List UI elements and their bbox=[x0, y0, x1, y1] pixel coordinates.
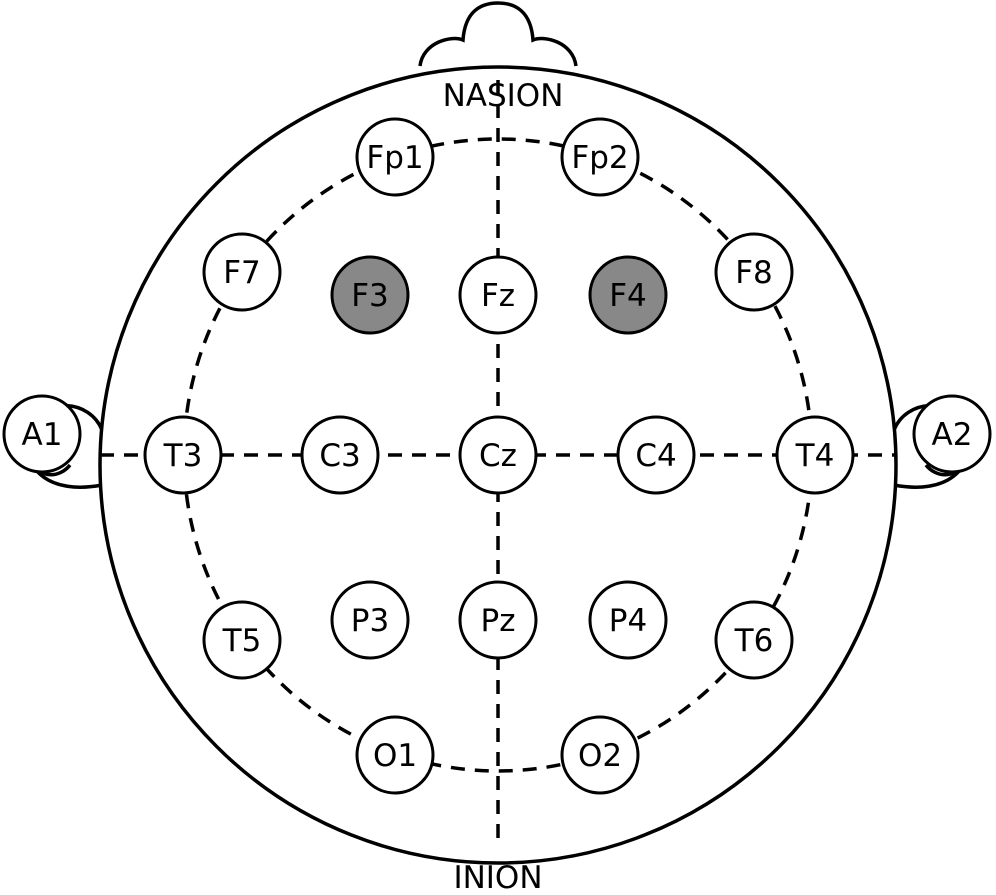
electrode-label: F3 bbox=[351, 278, 389, 314]
electrode-fz: Fz bbox=[458, 255, 538, 335]
electrode-circle bbox=[616, 415, 696, 495]
electrode-a2: A2 bbox=[912, 394, 992, 474]
electrode-label: T6 bbox=[734, 623, 774, 659]
electrode-label: Fp2 bbox=[571, 140, 628, 176]
electrode-c4: C4 bbox=[616, 415, 696, 495]
electrode-circle bbox=[912, 394, 992, 474]
electrode-label: Pz bbox=[481, 603, 516, 639]
electrode-label: Fp1 bbox=[366, 140, 423, 176]
inion-label: INION bbox=[453, 860, 542, 895]
electrode-circle bbox=[355, 117, 435, 197]
electrode-f7: F7 bbox=[202, 232, 282, 312]
electrode-a1: A1 bbox=[2, 394, 82, 474]
electrode-p4: P4 bbox=[588, 580, 668, 660]
electrode-circle bbox=[560, 715, 640, 795]
electrode-label: O1 bbox=[373, 738, 417, 774]
electrode-f8: F8 bbox=[714, 232, 794, 312]
electrode-label: T5 bbox=[222, 623, 262, 659]
electrode-circle bbox=[300, 415, 380, 495]
electrode-label: O2 bbox=[578, 738, 622, 774]
electrode-c3: C3 bbox=[300, 415, 380, 495]
electrode-label: C3 bbox=[319, 438, 360, 474]
electrode-o2: O2 bbox=[560, 715, 640, 795]
electrode-p3: P3 bbox=[330, 580, 410, 660]
electrode-circle bbox=[143, 415, 223, 495]
electrode-f4: F4 bbox=[588, 255, 668, 335]
electrode-label: T4 bbox=[795, 438, 835, 474]
electrode-label: C4 bbox=[635, 438, 676, 474]
electrode-circle bbox=[330, 580, 410, 660]
electrode-fp2: Fp2 bbox=[560, 117, 640, 197]
electrode-circle bbox=[202, 232, 282, 312]
electrode-label: F8 bbox=[735, 255, 773, 291]
electrode-circle bbox=[560, 117, 640, 197]
electrode-t4: T4 bbox=[775, 415, 855, 495]
electrode-circle bbox=[714, 600, 794, 680]
electrode-t5: T5 bbox=[202, 600, 282, 680]
electrode-pz: Pz bbox=[458, 580, 538, 660]
electrode-label: F7 bbox=[223, 255, 261, 291]
electrode-label: F4 bbox=[609, 278, 647, 314]
nose bbox=[418, 1, 578, 67]
electrode-label: P3 bbox=[351, 603, 389, 639]
electrode-circle bbox=[588, 580, 668, 660]
electrode-circle bbox=[2, 394, 82, 474]
electrode-circle bbox=[330, 255, 410, 335]
electrode-label: Fz bbox=[481, 278, 515, 314]
electrode-circle bbox=[202, 600, 282, 680]
electrode-f3: F3 bbox=[330, 255, 410, 335]
electrode-circle bbox=[458, 580, 538, 660]
electrode-circle bbox=[355, 715, 435, 795]
electrode-label: T3 bbox=[163, 438, 203, 474]
electrode-label: A1 bbox=[22, 417, 63, 453]
electrode-circle bbox=[458, 255, 538, 335]
electrode-o1: O1 bbox=[355, 715, 435, 795]
electrode-t3: T3 bbox=[143, 415, 223, 495]
nasion-label: NASION bbox=[443, 78, 564, 114]
electrode-circle bbox=[775, 415, 855, 495]
electrode-cz: Cz bbox=[458, 415, 538, 495]
electrode-circle bbox=[458, 415, 538, 495]
electrode-t6: T6 bbox=[714, 600, 794, 680]
electrode-circle bbox=[714, 232, 794, 312]
electrode-label: A2 bbox=[932, 417, 973, 453]
electrode-label: Cz bbox=[479, 438, 517, 474]
electrode-fp1: Fp1 bbox=[355, 117, 435, 197]
electrode-label: P4 bbox=[609, 603, 647, 639]
electrode-circle bbox=[588, 255, 668, 335]
